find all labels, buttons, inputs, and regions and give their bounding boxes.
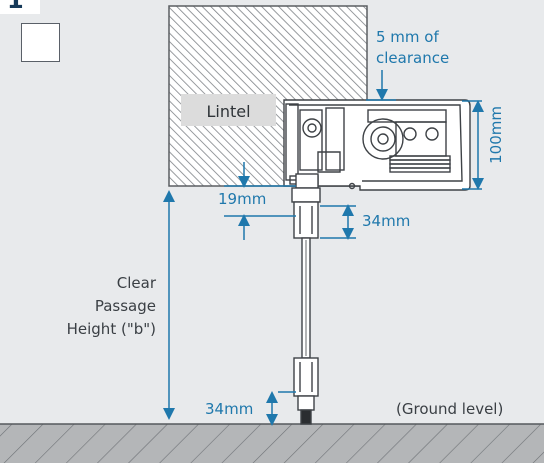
lintel-label: Lintel [206, 102, 251, 121]
ground-floor [0, 423, 544, 463]
dim-19-marker [224, 162, 296, 240]
dim-34-top-marker [320, 204, 356, 240]
step-number: 1 [7, 0, 24, 14]
step-checkbox[interactable] [21, 23, 60, 62]
dim-34-bottom-marker [266, 391, 296, 426]
height-100-dimension [462, 100, 484, 190]
glass-pane [301, 237, 311, 359]
step-number-badge: 1 [0, 0, 40, 14]
clearance-dimension [366, 70, 396, 101]
clear-passage-label: Clear Passage Height ("b") [66, 274, 156, 338]
hanger-bracket [291, 173, 321, 239]
dim-19-label: 19mm [218, 190, 267, 208]
track-housing [283, 99, 471, 191]
bottom-rail [293, 357, 319, 425]
lintel-label-box: Lintel [181, 94, 276, 126]
clearance-label: 5 mm of clearance [376, 28, 450, 67]
dim-34-top-label: 34mm [362, 212, 411, 230]
height-100-label: 100mm [487, 106, 505, 164]
ground-level-label: (Ground level) [396, 400, 504, 418]
dim-34-bottom-label: 34mm [205, 400, 254, 418]
